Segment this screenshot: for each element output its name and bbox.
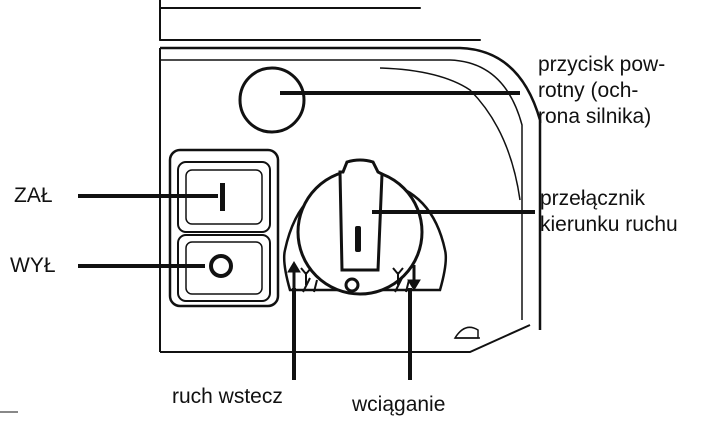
on-symbol-icon bbox=[220, 183, 225, 211]
reverse-label: ruch wstecz bbox=[172, 385, 283, 408]
intake-symbol-icon bbox=[392, 265, 421, 293]
reset-label-line-2: rotny (och- bbox=[538, 79, 639, 102]
reverse-symbol-icon bbox=[287, 261, 318, 293]
direction-dial bbox=[282, 158, 448, 296]
off-symbol-icon bbox=[209, 254, 233, 278]
reset-label-line-3: rona silnika) bbox=[538, 105, 652, 128]
on-off-switch bbox=[168, 148, 280, 308]
direction-switch-label: przełącznik kierunku ruchu bbox=[540, 186, 678, 238]
intake-label: wciąganie bbox=[352, 393, 446, 416]
reset-label-line-1: przycisk pow- bbox=[538, 53, 666, 76]
reset-button-label: przycisk pow- rotny (och- rona silnika) bbox=[538, 52, 665, 130]
direction-label-line-1: przełącznik bbox=[540, 187, 646, 210]
direction-label-line-2: kierunku ruchu bbox=[540, 213, 678, 236]
on-label: ZAŁ bbox=[14, 184, 53, 207]
off-label: WYŁ bbox=[10, 254, 56, 277]
housing-top bbox=[159, 0, 481, 41]
leader-lines bbox=[78, 91, 535, 380]
reset-button bbox=[238, 66, 306, 134]
housing-outline bbox=[159, 46, 542, 353]
hinge-icon bbox=[453, 326, 480, 339]
